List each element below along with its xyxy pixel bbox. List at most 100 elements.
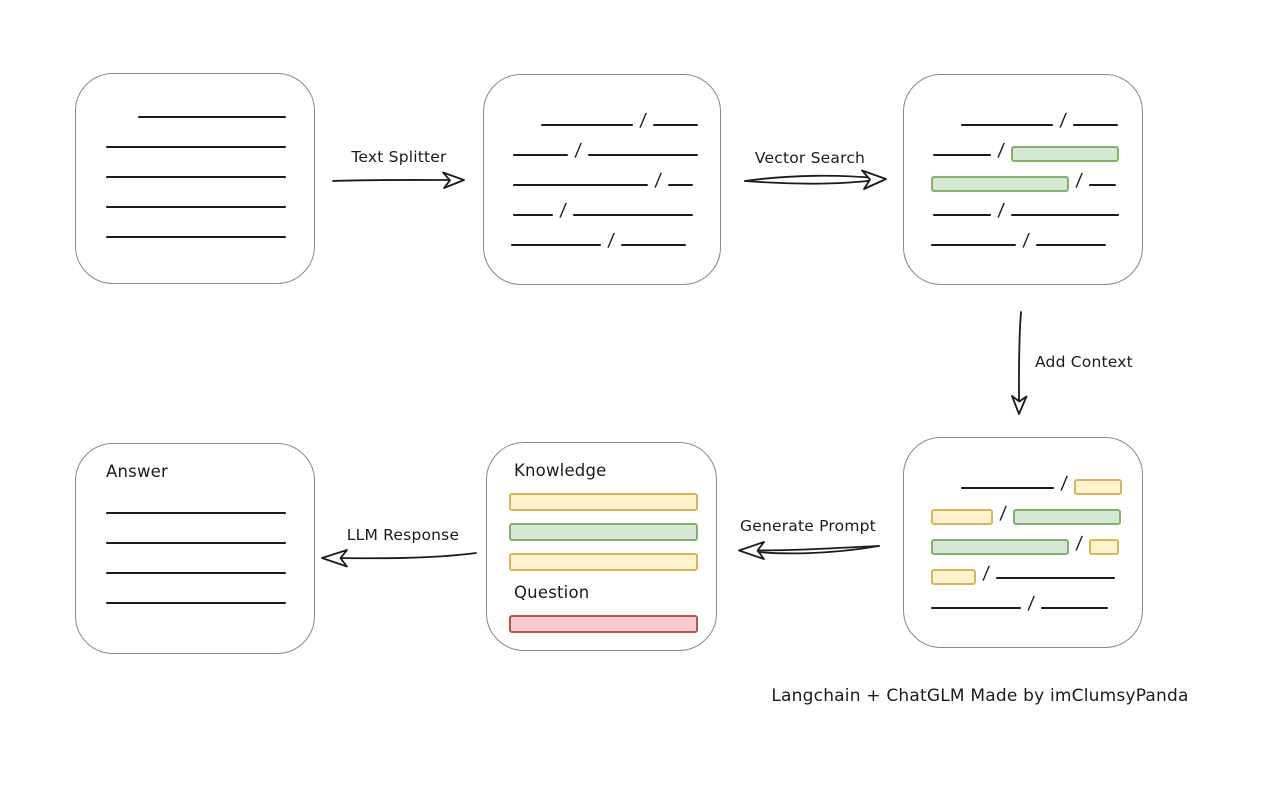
chunk-row <box>106 517 314 547</box>
chunk-lines: / / / / / <box>484 75 720 251</box>
text-line-segment <box>621 244 687 246</box>
slash-separator: / <box>996 140 1006 161</box>
text-line-segment <box>1011 214 1120 216</box>
yellow-highlight-chip <box>1089 539 1120 555</box>
llm-response-arrow <box>321 549 477 568</box>
green-bar <box>509 523 698 541</box>
text-line-segment <box>513 154 568 156</box>
yellow-highlight-chip <box>931 509 993 525</box>
text-line-segment <box>106 512 286 514</box>
slash-separator: / <box>998 503 1008 524</box>
slash-separator: / <box>653 170 663 191</box>
llm-response-label: LLM Response <box>346 526 460 544</box>
text-line-segment <box>106 206 286 208</box>
text-line-segment <box>668 184 694 186</box>
yellow-bar <box>509 493 698 511</box>
text-line-segment <box>513 184 648 186</box>
vector-matched-box: / / / / / <box>903 74 1143 285</box>
text-line-segment <box>106 236 286 238</box>
text-line-segment <box>573 214 694 216</box>
answer-lines <box>106 487 314 607</box>
text-line-segment <box>513 214 553 216</box>
vector-search-arrow <box>744 169 887 190</box>
text-line-segment <box>996 577 1116 579</box>
text-line-segment <box>961 124 1053 126</box>
context-chunk-lines: / / / / / <box>904 438 1142 614</box>
text-line-segment <box>1041 607 1109 609</box>
chunk-row: / <box>484 189 720 221</box>
chunk-row <box>76 181 314 211</box>
chunk-row <box>76 151 314 181</box>
red-bar <box>509 615 698 633</box>
vector-search-label: Vector Search <box>754 149 866 167</box>
chunk-row: / <box>904 129 1142 162</box>
chunk-row <box>106 547 314 577</box>
split-chunks-box: / / / / / <box>483 74 721 285</box>
slash-separator: / <box>1021 230 1031 251</box>
question-label: Question <box>514 583 590 602</box>
caption: Langchain + ChatGLM Made by imClumsyPand… <box>771 686 1189 706</box>
chunk-row: / <box>904 522 1142 555</box>
document-box <box>75 73 315 284</box>
chunk-row: / <box>904 189 1142 221</box>
chunk-row <box>76 121 314 151</box>
chunk-row: / <box>904 492 1142 525</box>
chunk-row <box>76 211 314 241</box>
text-line-segment <box>138 116 286 118</box>
slash-separator: / <box>981 563 991 584</box>
add-context-arrow <box>1011 311 1028 415</box>
answer-box: Answer <box>75 443 315 654</box>
slash-separator: / <box>1026 593 1036 614</box>
add-context-label: Add Context <box>1035 353 1133 371</box>
slash-separator: / <box>1074 170 1084 191</box>
text-line-segment <box>1036 244 1107 246</box>
text-line-segment <box>106 146 286 148</box>
slash-separator: / <box>996 200 1006 221</box>
text-line-segment <box>931 244 1016 246</box>
green-highlight-chip <box>1013 509 1122 525</box>
slash-separator: / <box>606 230 616 251</box>
text-line-segment <box>106 542 286 544</box>
chunk-row: / <box>904 462 1142 495</box>
chunk-row: / <box>484 219 720 251</box>
chunk-row: / <box>904 582 1142 614</box>
slash-separator: / <box>1059 473 1069 494</box>
knowledge-bars <box>509 493 716 571</box>
slash-separator: / <box>1074 533 1084 554</box>
text-line-segment <box>653 124 699 126</box>
green-highlight-chip <box>931 539 1069 555</box>
chunk-row <box>106 577 314 607</box>
text-line-segment <box>1073 124 1119 126</box>
document-lines <box>76 74 314 241</box>
yellow-highlight-chip <box>931 569 976 585</box>
chunk-row: / <box>904 552 1142 585</box>
chunk-row: / <box>484 159 720 191</box>
slash-separator: / <box>573 140 583 161</box>
chunk-row <box>76 91 314 121</box>
text-line-segment <box>961 487 1054 489</box>
text-splitter-arrow <box>332 171 465 189</box>
text-line-segment <box>106 572 286 574</box>
text-splitter-label: Text Splitter <box>351 148 447 166</box>
text-line-segment <box>588 154 699 156</box>
answer-label: Answer <box>106 462 168 481</box>
generate-prompt-arrow <box>738 541 880 560</box>
question-bars <box>509 615 716 633</box>
text-line-segment <box>933 154 991 156</box>
yellow-bar <box>509 553 698 571</box>
text-line-segment <box>933 214 991 216</box>
green-highlight-chip <box>931 176 1069 192</box>
slash-separator: / <box>1058 110 1068 131</box>
slash-separator: / <box>558 200 568 221</box>
chunk-row: / <box>904 99 1142 131</box>
chunk-row: / <box>904 219 1142 251</box>
chunk-row: / <box>484 129 720 161</box>
text-line-segment <box>106 176 286 178</box>
green-highlight-chip <box>1011 146 1120 162</box>
context-box: / / / / / <box>903 437 1143 648</box>
generate-prompt-label: Generate Prompt <box>740 517 876 535</box>
chunk-row: / <box>904 159 1142 192</box>
slash-separator: / <box>638 110 648 131</box>
knowledge-label: Knowledge <box>514 461 607 480</box>
